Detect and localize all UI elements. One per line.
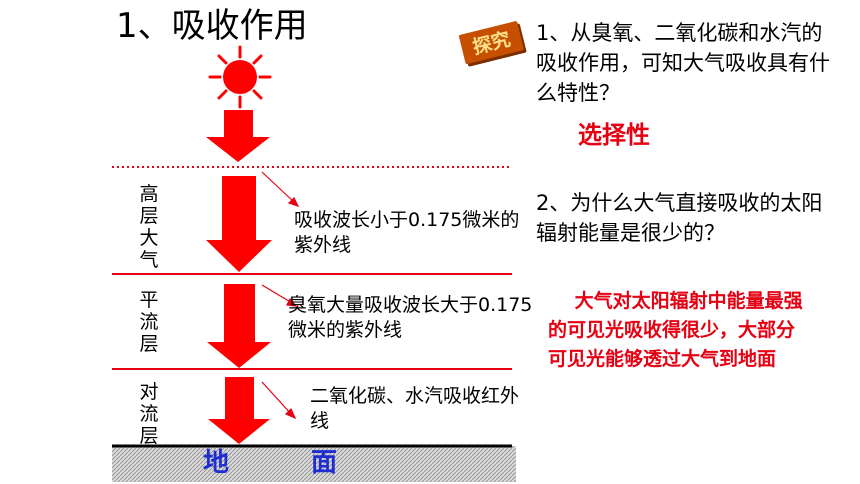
sun-icon	[208, 45, 272, 109]
pointer-arrows	[261, 171, 300, 420]
answer-1: 选择性	[578, 121, 650, 149]
radiation-arrow-3	[207, 284, 271, 368]
question-1: 1、从臭氧、二氧化碳和水汽的吸收作用，可知大气吸收具有什么特性？	[536, 21, 830, 105]
layer-label-high-atmosphere: 高层大气	[139, 183, 159, 271]
page-title: 1、吸收作用	[116, 6, 308, 46]
ground-label-char2: 面	[311, 448, 338, 478]
ground-label-char1: 地	[203, 448, 230, 478]
radiation-arrow-2	[206, 176, 272, 272]
note-uv-absorption: 吸收波长小于0.175微米的紫外线	[294, 209, 520, 256]
note-infrared-absorption: 二氧化碳、水汽吸收红外线	[310, 385, 520, 432]
radiation-arrow-1	[206, 110, 270, 162]
radiation-arrow-4	[208, 377, 270, 444]
explore-badge: 探究	[459, 21, 527, 67]
layer-label-troposphere: 对流层	[139, 381, 159, 447]
ground-hatched-area	[112, 446, 516, 482]
question-2: 2、为什么大气直接吸收的太阳辐射能量是很少的？	[536, 191, 823, 245]
answer-2: 大气对太阳辐射中能量最强的可见光吸收得很少，大部分 可见光能够透过大气到地面	[548, 290, 803, 370]
note-ozone-absorption: 臭氧大量吸收波长大于0.175微米的紫外线	[288, 294, 533, 341]
layer-label-stratosphere: 平流层	[139, 289, 159, 355]
